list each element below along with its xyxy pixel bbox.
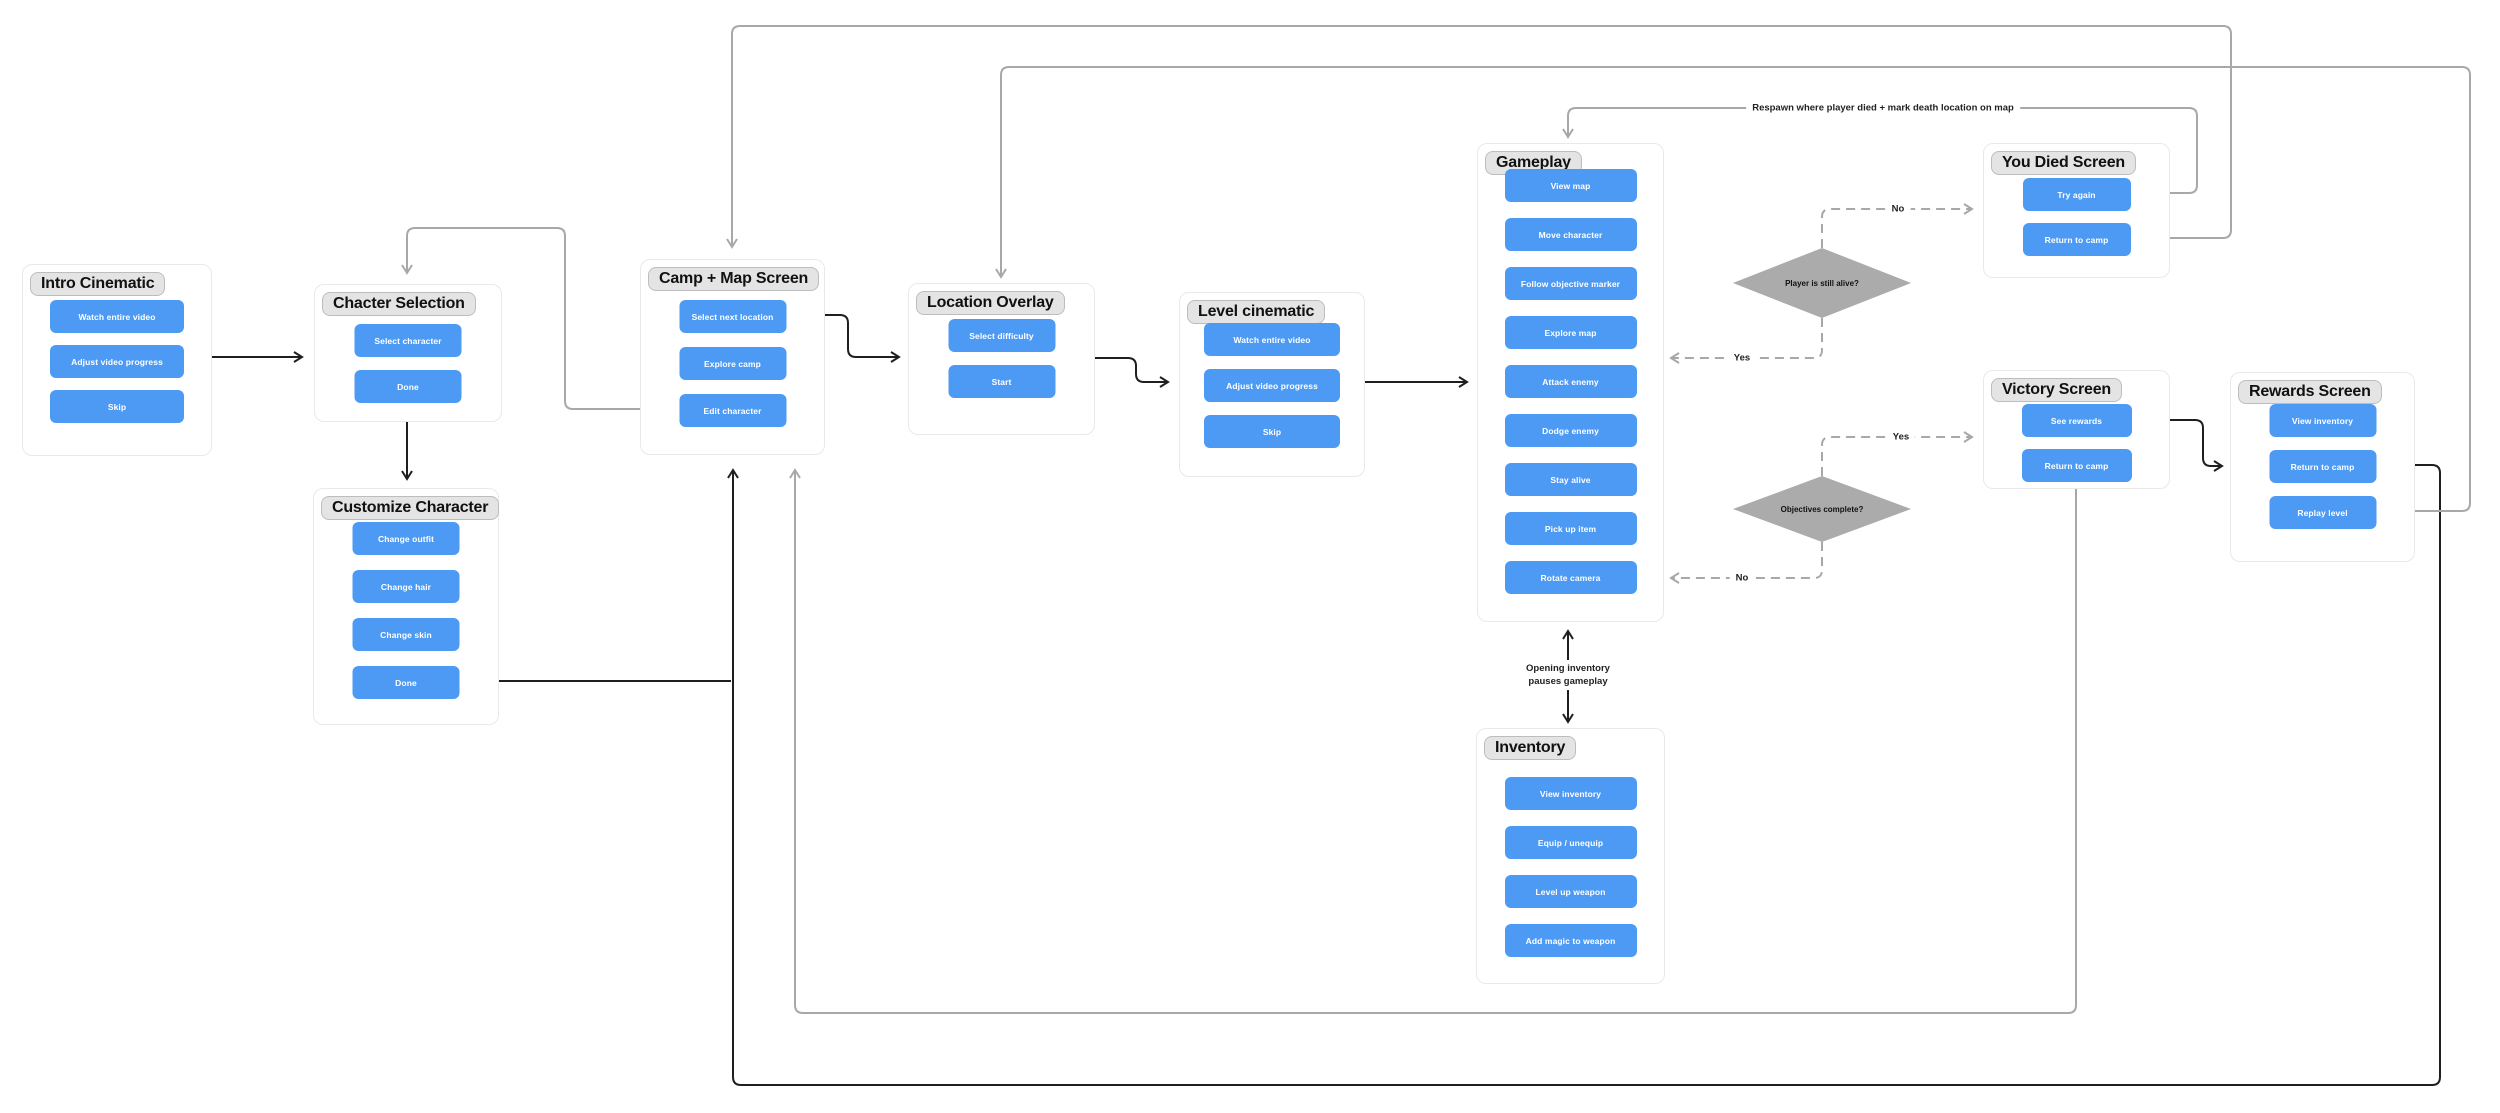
edge-see-rewards-to-rewards (2131, 419, 2224, 472)
button-view-map[interactable]: View map (1504, 169, 1637, 202)
button-view-inventory[interactable]: View inventory (1504, 777, 1637, 810)
button-equip-unequip[interactable]: Equip / unequip (1504, 826, 1637, 859)
button-edit-character[interactable]: Edit character (679, 394, 786, 427)
button-selection-done[interactable]: Done (354, 370, 462, 403)
button-explore-map[interactable]: Explore map (1504, 316, 1637, 349)
button-adjust-video-progress[interactable]: Adjust video progress (50, 345, 184, 378)
frame-title-victory-screen: Victory Screen (1991, 378, 2122, 402)
button-see-rewards[interactable]: See rewards (2021, 404, 2132, 437)
decision-label: Player is still alive? (1785, 278, 1859, 288)
frame-customize-character[interactable]: Customize Character Change outfit Change… (313, 488, 500, 725)
button-rewards-return-to-camp[interactable]: Return to camp (2269, 450, 2376, 483)
edge-edit-character-to-selection (401, 227, 678, 410)
edge-rewards-return-to-camp (727, 464, 2441, 1086)
button-select-difficulty[interactable]: Select difficulty (948, 319, 1055, 352)
button-follow-objective-marker[interactable]: Follow objective marker (1504, 267, 1637, 300)
frame-you-died-screen[interactable]: You Died Screen Try again Return to camp (1983, 143, 2170, 278)
button-move-character[interactable]: Move character (1504, 218, 1637, 251)
edge-overlay-to-level-cinematic (1093, 357, 1170, 388)
decision-label: Objectives complete? (1780, 504, 1864, 514)
button-rewards-view-inventory[interactable]: View inventory (2269, 404, 2376, 437)
frame-title-location-overlay: Location Overlay (916, 291, 1065, 315)
button-explore-camp[interactable]: Explore camp (679, 347, 786, 380)
frame-title-intro-cinematic: Intro Cinematic (30, 272, 166, 296)
edge-label-objectives-yes: Yes (1886, 430, 1916, 444)
frame-rewards-screen[interactable]: Rewards Screen View inventory Return to … (2230, 372, 2415, 562)
inventory-note-line2: pauses gameplay (1528, 676, 1608, 687)
button-pick-up-item[interactable]: Pick up item (1504, 512, 1637, 545)
edge-died-return-to-camp (726, 25, 2232, 249)
edge-objectives-no-to-gameplay (1669, 542, 1823, 584)
button-select-character[interactable]: Select character (354, 324, 462, 357)
edge-select-location-to-overlay (785, 314, 901, 363)
frame-victory-screen[interactable]: Victory Screen See rewards Return to cam… (1983, 370, 2170, 489)
button-change-outfit[interactable]: Change outfit (352, 522, 460, 555)
edge-alive-no-to-died (1821, 203, 1974, 248)
frame-intro-cinematic[interactable]: Intro Cinematic Watch entire video Adjus… (22, 264, 212, 456)
button-level-adjust-video-progress[interactable]: Adjust video progress (1204, 369, 1340, 402)
button-level-skip[interactable]: Skip (1204, 415, 1340, 448)
frame-inventory[interactable]: Inventory View inventory Equip / unequip… (1476, 728, 1665, 984)
edge-label-objectives-no: No (1729, 571, 1755, 585)
button-level-watch-entire-video[interactable]: Watch entire video (1204, 323, 1340, 356)
decision-player-still-alive[interactable]: Player is still alive? (1733, 248, 1911, 318)
edge-try-again-respawn-to-gameplay (1562, 107, 2198, 194)
frame-title-you-died-screen: You Died Screen (1991, 151, 2136, 175)
frame-title-rewards-screen: Rewards Screen (2238, 380, 2382, 404)
button-died-return-to-camp[interactable]: Return to camp (2022, 223, 2131, 256)
edge-label-alive-no: No (1885, 202, 1911, 216)
button-change-hair[interactable]: Change hair (352, 570, 460, 603)
frame-location-overlay[interactable]: Location Overlay Select difficulty Start (908, 283, 1095, 435)
frame-title-level-cinematic: Level cinematic (1187, 300, 1326, 324)
button-watch-entire-video[interactable]: Watch entire video (50, 300, 184, 333)
frame-level-cinematic[interactable]: Level cinematic Watch entire video Adjus… (1179, 292, 1365, 477)
button-rotate-camera[interactable]: Rotate camera (1504, 561, 1637, 594)
button-level-up-weapon[interactable]: Level up weapon (1504, 875, 1637, 908)
button-change-skin[interactable]: Change skin (352, 618, 460, 651)
button-stay-alive[interactable]: Stay alive (1504, 463, 1637, 496)
edge-alive-yes-to-gameplay (1669, 318, 1823, 364)
button-replay-level[interactable]: Replay level (2269, 496, 2376, 529)
button-dodge-enemy[interactable]: Dodge enemy (1504, 414, 1637, 447)
edge-objectives-yes-to-victory (1821, 431, 1974, 476)
inventory-note-line1: Opening inventory (1526, 663, 1610, 674)
button-add-magic-to-weapon[interactable]: Add magic to weapon (1504, 924, 1637, 957)
edge-label-inventory-note: Opening inventory pauses gameplay (1521, 660, 1615, 690)
button-skip[interactable]: Skip (50, 390, 184, 423)
button-attack-enemy[interactable]: Attack enemy (1504, 365, 1637, 398)
frame-gameplay[interactable]: Gameplay View map Move character Follow … (1477, 143, 1664, 622)
edge-victory-return-to-camp (789, 468, 2077, 1014)
frame-title-customize-character: Customize Character (321, 496, 500, 520)
edge-replay-level-to-overlay (995, 66, 2471, 512)
button-try-again[interactable]: Try again (2022, 178, 2131, 211)
frame-title-inventory: Inventory (1484, 736, 1577, 760)
frame-title-camp-map-screen: Camp + Map Screen (648, 267, 820, 291)
button-start[interactable]: Start (948, 365, 1055, 398)
frame-camp-map-screen[interactable]: Camp + Map Screen Select next location E… (640, 259, 825, 455)
button-customize-done[interactable]: Done (352, 666, 460, 699)
edge-label-respawn: Respawn where player died + mark death l… (1746, 101, 2020, 115)
frame-title-chacter-selection: Chacter Selection (322, 292, 476, 316)
button-victory-return-to-camp[interactable]: Return to camp (2021, 449, 2132, 482)
decision-objectives-complete[interactable]: Objectives complete? (1733, 476, 1911, 542)
button-select-next-location[interactable]: Select next location (679, 300, 786, 333)
edge-label-alive-yes: Yes (1727, 351, 1757, 365)
frame-chacter-selection[interactable]: Chacter Selection Select character Done (314, 284, 502, 422)
